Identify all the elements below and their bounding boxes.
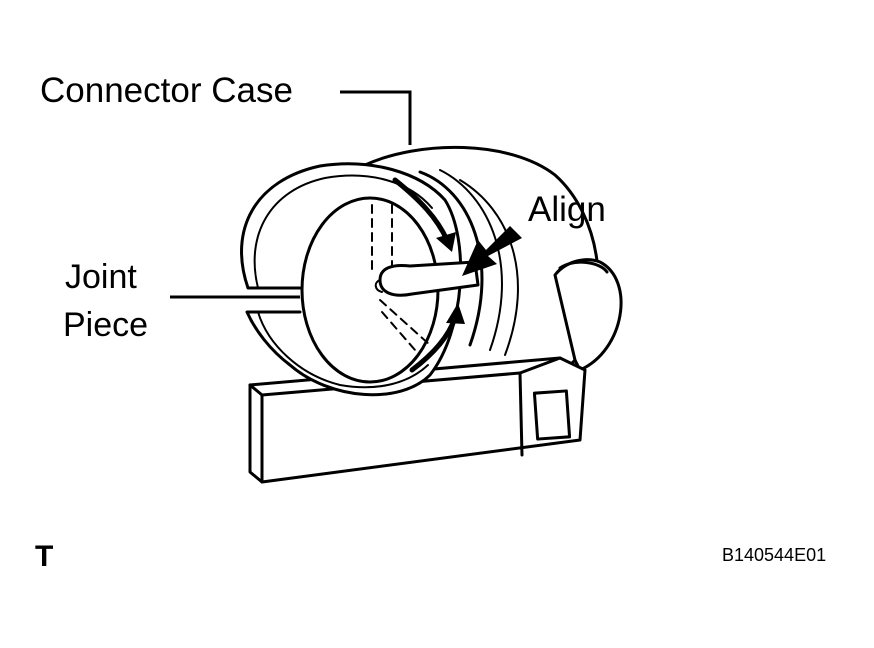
curved-arrow-upper-head	[436, 232, 456, 252]
align-label: Align	[528, 190, 606, 229]
cylinder-ring-1	[418, 170, 484, 347]
front-outer-ring-inner-lower	[257, 311, 429, 389]
joint-piece-label-line1: Joint	[65, 258, 137, 296]
connector-case-label: Connector Case	[40, 71, 293, 110]
bracket-side-edge	[518, 371, 524, 457]
curved-arrow-lower-head	[446, 303, 465, 324]
hidden-line-lower	[379, 299, 431, 351]
corner-mark: T	[35, 540, 54, 573]
figure-code: B140544E01	[722, 545, 827, 565]
cylinder-ring-3	[459, 179, 519, 356]
curved-arrow-lower	[409, 315, 458, 373]
cylinder-ring-2	[439, 169, 503, 351]
align-arrow	[462, 226, 522, 276]
bracket-window	[532, 389, 572, 441]
joint-piece-label-line2: Piece	[63, 306, 149, 344]
curved-arrow-upper	[392, 177, 450, 243]
hidden-line-upper	[371, 204, 393, 276]
connector-case-leader	[340, 90, 412, 145]
side-housing-lip	[558, 260, 609, 274]
joint-piece-tab	[378, 260, 480, 297]
joint-piece-tab-end	[374, 279, 383, 293]
